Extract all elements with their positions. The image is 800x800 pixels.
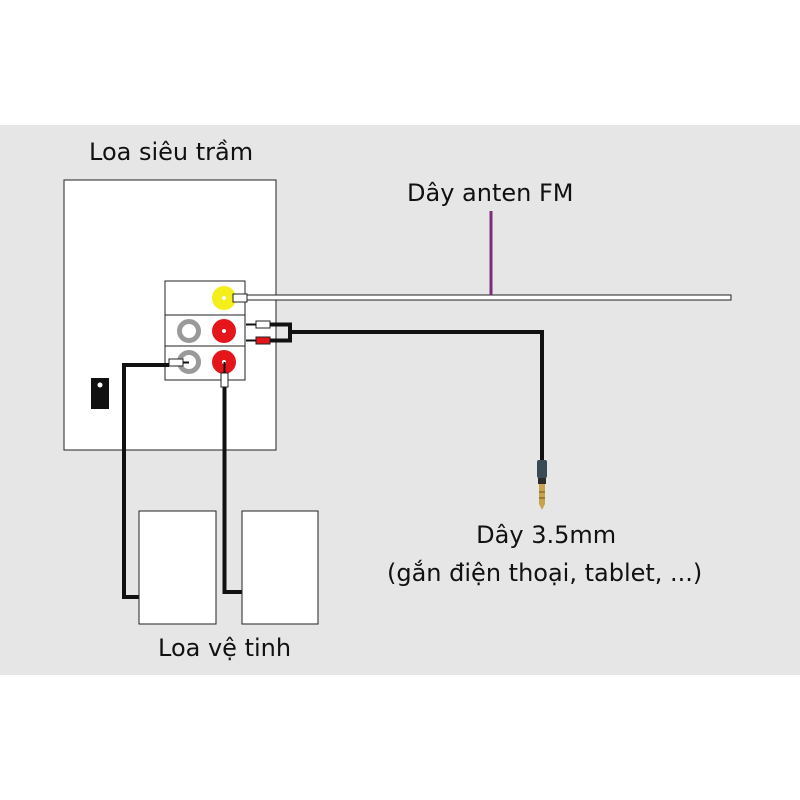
satellite-speaker-right bbox=[241, 510, 319, 625]
port-center-dot bbox=[222, 296, 226, 300]
left-speaker-cable bbox=[122, 363, 169, 599]
rca-plug-white bbox=[255, 320, 271, 329]
right-speaker-cable bbox=[222, 387, 242, 594]
jack-sleeve bbox=[538, 478, 546, 484]
fm-antenna-wire bbox=[246, 294, 732, 301]
power-switch bbox=[91, 378, 109, 409]
3.5mm-cable bbox=[290, 330, 544, 462]
jack-body bbox=[537, 460, 547, 478]
speaker-plug-right bbox=[220, 372, 229, 388]
jack-label-line1: Dây 3.5mm bbox=[476, 521, 617, 549]
rca-plug-red bbox=[255, 336, 271, 345]
jack-label: Dây 3.5mm (gắn điện thoại, tablet, ...) bbox=[387, 516, 703, 592]
antenna-plug bbox=[232, 293, 248, 303]
port-center-dot bbox=[222, 329, 226, 333]
jack-label-line2: (gắn điện thoại, tablet, ...) bbox=[387, 559, 703, 587]
speaker-plug-left bbox=[168, 358, 184, 367]
fm-antenna-label: Dây anten FM bbox=[407, 179, 574, 207]
subwoofer-label: Loa siêu trầm bbox=[89, 138, 254, 166]
audio-in-left-port bbox=[177, 319, 201, 343]
satellite-speaker-label: Loa vệ tinh bbox=[158, 634, 292, 662]
jack-pin bbox=[539, 484, 545, 504]
satellite-speaker-left bbox=[138, 510, 217, 625]
power-switch-dot bbox=[97, 382, 103, 388]
